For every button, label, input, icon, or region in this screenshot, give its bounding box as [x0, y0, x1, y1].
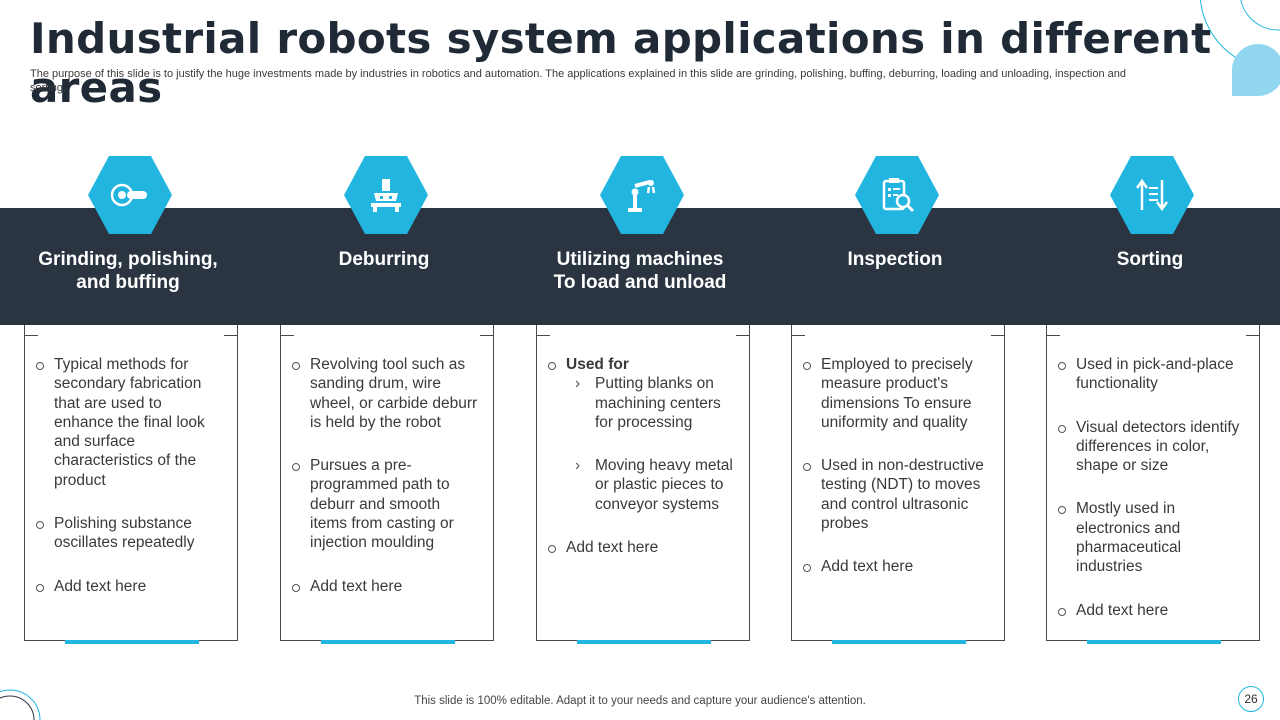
hexagon-badge [88, 156, 172, 234]
list-item: Add text here [547, 538, 737, 557]
hexagon-badge [1110, 156, 1194, 234]
column-title: Grinding, polishing, and buffing [38, 249, 218, 293]
sub-list-item: Putting blanks on machining centers for … [566, 374, 737, 432]
list-item: Employed to precisely measure product's … [802, 355, 992, 432]
inspection-clipboard-icon [882, 178, 915, 213]
list-item: Pursues a pre-programmed path to deburr … [291, 456, 481, 552]
column-grinding: Grinding, polishing, and buffing Typical… [0, 0, 256, 720]
slide-subtitle: The purpose of this slide is to justify … [30, 68, 1126, 94]
column-title: Deburring [338, 249, 430, 270]
angle-grinder-icon [110, 183, 147, 207]
accent-bar [1087, 640, 1221, 644]
list-item: Mostly used in electronics and pharmaceu… [1057, 499, 1247, 576]
sub-list: Putting blanks on machining centers for … [566, 374, 737, 514]
column-title: Inspection [847, 249, 943, 270]
list-item: Used in non-destructive testing (NDT) to… [802, 456, 992, 533]
sub-list-item: Moving heavy metal or plastic pieces to … [566, 456, 737, 514]
list-lead: Used for [566, 356, 629, 373]
bullet-list: Used in pick-and-place functionality Vis… [1057, 355, 1247, 644]
content-panel: Used in pick-and-place functionality Vis… [1046, 325, 1260, 644]
list-item: Add text here [35, 577, 225, 596]
list-item: Add text here [291, 577, 481, 596]
hexagon-badge [344, 156, 428, 234]
column-inspection: Inspection Employed to precisely measure… [767, 0, 1023, 720]
column-title: Utilizing machines To load and unload [553, 249, 727, 293]
hexagon-badge [855, 156, 939, 234]
list-item: Add text here [1057, 601, 1247, 620]
accent-bar [832, 640, 966, 644]
bullet-list: Typical methods for secondary fabricatio… [35, 355, 225, 620]
column-sorting: Sorting Used in pick-and-place functiona… [1022, 0, 1278, 720]
footer-note: This slide is 100% editable. Adapt it to… [414, 695, 866, 707]
column-deburring: Deburring Revolving tool such as sanding… [256, 0, 512, 720]
column-title: Sorting [1116, 249, 1184, 270]
sort-arrows-icon [1135, 178, 1169, 212]
content-panel: Employed to precisely measure product's … [791, 325, 1005, 644]
list-item: Visual detectors identify differences in… [1057, 418, 1247, 476]
deburring-machine-icon [371, 179, 401, 212]
accent-bar [321, 640, 455, 644]
bullet-list: Employed to precisely measure product's … [802, 355, 992, 601]
list-item: Used for Putting blanks on machining cen… [547, 355, 737, 514]
content-panel: Revolving tool such as sanding drum, wir… [280, 325, 494, 644]
corner-circles-icon [0, 689, 41, 720]
list-item: Typical methods for secondary fabricatio… [35, 355, 225, 490]
accent-bar [65, 640, 199, 644]
bullet-list: Used for Putting blanks on machining cen… [547, 355, 737, 581]
corner-decoration-icon [1199, 0, 1280, 96]
bullet-list: Revolving tool such as sanding drum, wir… [291, 355, 481, 620]
robotic-arm-icon [628, 179, 656, 212]
accent-bar [577, 640, 711, 644]
list-item: Polishing substance oscillates repeatedl… [35, 514, 225, 553]
column-loading: Utilizing machines To load and unload Us… [512, 0, 768, 720]
slide-title: Industrial robots system applications in… [30, 14, 1212, 112]
content-panel: Typical methods for secondary fabricatio… [24, 325, 238, 644]
list-item: Used in pick-and-place functionality [1057, 355, 1247, 394]
page-number: 26 [1238, 686, 1264, 712]
content-panel: Used for Putting blanks on machining cen… [536, 325, 750, 644]
list-item: Add text here [802, 557, 992, 576]
list-item: Revolving tool such as sanding drum, wir… [291, 355, 481, 432]
hexagon-badge [600, 156, 684, 234]
